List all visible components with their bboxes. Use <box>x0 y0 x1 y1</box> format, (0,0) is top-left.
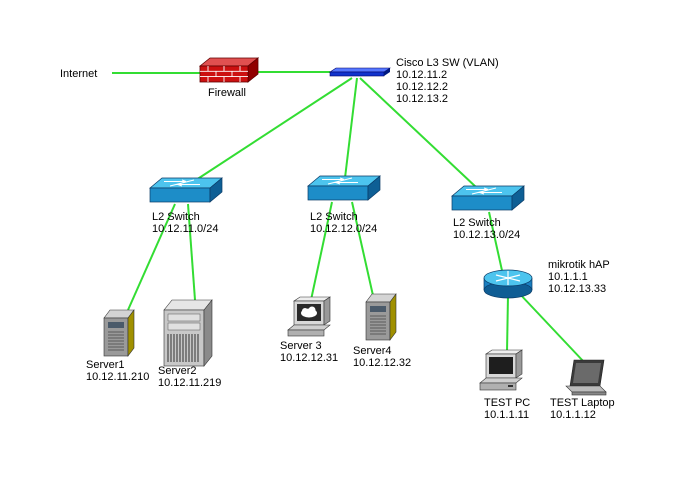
test-laptop-icon <box>565 359 607 396</box>
switch1-subnet: 10.12.11.0/24 <box>152 223 218 235</box>
link-switch3-router <box>488 211 504 276</box>
core-switch-icon <box>329 67 391 77</box>
switch2-label: L2 Switch <box>310 211 358 223</box>
switch3-label: L2 Switch <box>453 217 501 229</box>
server3-ip: 10.12.12.31 <box>280 352 338 364</box>
firewall-label: Firewall <box>208 87 246 99</box>
router-icon <box>483 269 533 299</box>
links <box>112 71 585 363</box>
test-laptop-label: TEST Laptop <box>550 397 615 409</box>
server2-icon <box>163 299 213 367</box>
core-switch-ip-2: 10.12.12.2 <box>396 81 448 93</box>
server4-label: Server4 <box>353 345 392 357</box>
test-pc-icon <box>479 349 523 391</box>
link-switch1-server2 <box>187 203 196 301</box>
link-core-switch3 <box>359 77 478 189</box>
server1-icon <box>103 309 135 357</box>
test-pc-label: TEST PC <box>484 397 530 409</box>
server3-label: Server 3 <box>280 340 322 352</box>
server1-ip: 10.12.11.210 <box>86 371 149 383</box>
l2-switch-2-icon <box>307 175 381 201</box>
router-ip-1: 10.1.1.1 <box>548 271 588 283</box>
link-switch2-server3 <box>310 201 333 301</box>
link-switch1-server1 <box>127 203 176 311</box>
link-router-laptop <box>517 291 585 363</box>
server4-ip: 10.12.12.32 <box>353 357 411 369</box>
core-switch-ip-1: 10.12.11.2 <box>396 69 447 81</box>
server2-ip: 10.12.11.219 <box>158 377 221 389</box>
switch3-subnet: 10.12.13.0/24 <box>453 229 520 241</box>
switch1-label: L2 Switch <box>152 211 200 223</box>
core-switch-label: Cisco L3 SW (VLAN) <box>396 57 499 69</box>
l2-switch-3-icon <box>451 185 525 211</box>
router-label: mikrotik hAP <box>548 259 610 271</box>
link-router-testpc <box>506 294 509 353</box>
router-ip-2: 10.12.13.33 <box>548 283 606 295</box>
switch2-subnet: 10.12.12.0/24 <box>310 223 377 235</box>
server2-label: Server2 <box>158 365 197 377</box>
link-core-switch2 <box>344 77 358 179</box>
server1-label: Server1 <box>86 359 125 371</box>
l2-switch-1-icon <box>149 177 223 203</box>
firewall-icon <box>198 57 260 83</box>
server3-icon <box>287 296 331 337</box>
internet-label: Internet <box>60 68 97 80</box>
test-pc-ip: 10.1.1.11 <box>484 409 529 421</box>
link-core-switch1 <box>195 77 353 181</box>
link-switch2-server4 <box>351 201 375 301</box>
test-laptop-ip: 10.1.1.12 <box>550 409 596 421</box>
server4-icon <box>365 293 397 341</box>
core-switch-ip-3: 10.12.13.2 <box>396 93 448 105</box>
